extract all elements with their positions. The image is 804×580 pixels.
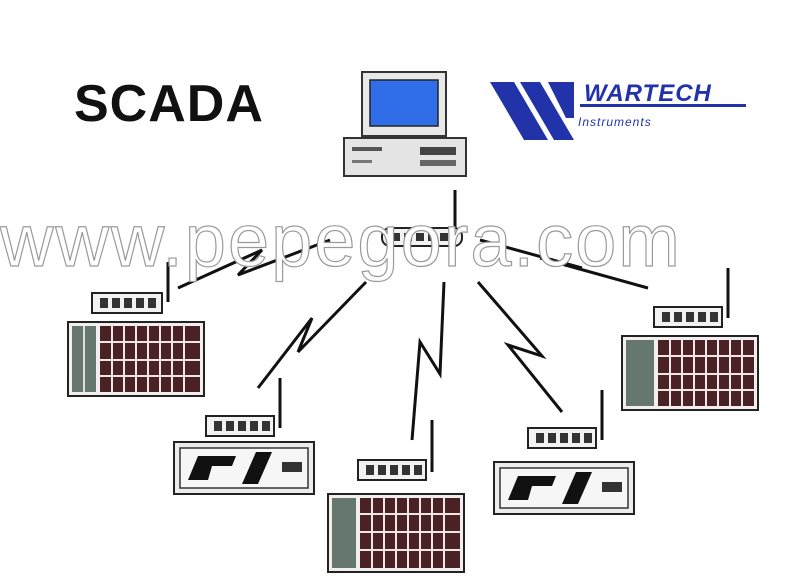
diagram-title: SCADA xyxy=(74,75,264,133)
computer-icon xyxy=(343,71,467,177)
radio-link-icon xyxy=(410,281,446,441)
plc-rack-icon xyxy=(621,335,759,411)
plc-rack-icon xyxy=(67,321,205,397)
radio-link-icon xyxy=(479,238,649,290)
watermark-text: www.pepegora.com xyxy=(0,198,682,282)
radio-link-icon xyxy=(256,280,368,389)
brand-subtitle: Instruments xyxy=(578,115,652,129)
plc-rack-icon xyxy=(327,493,465,573)
radio-modem-icon xyxy=(205,378,282,437)
rtu-unit-icon xyxy=(493,461,635,515)
radio-modem-icon xyxy=(653,268,730,328)
radio-modem-icon xyxy=(91,262,170,314)
radio-modem-icon xyxy=(357,420,434,481)
rtu-unit-icon xyxy=(173,441,315,495)
radio-link-icon xyxy=(177,238,331,290)
brand-logo-icon xyxy=(490,82,746,140)
radio-link-icon xyxy=(476,281,564,413)
radio-modem-icon xyxy=(381,190,463,247)
radio-modem-icon xyxy=(527,390,604,449)
brand-name: WARTECH xyxy=(584,80,712,107)
